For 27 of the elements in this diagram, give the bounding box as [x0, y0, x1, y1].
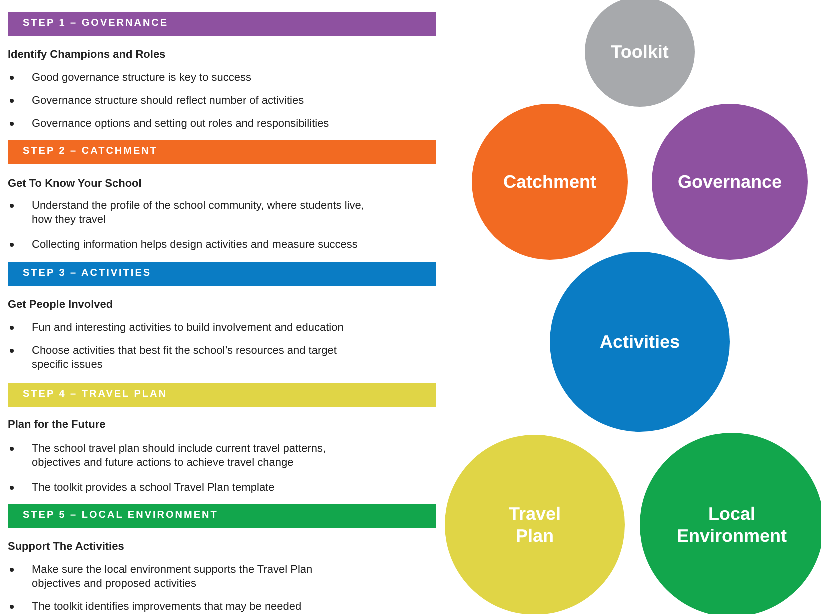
bullet-text: Governance options and setting out roles and responsibilities [32, 117, 330, 131]
step-banner: STEP 3 – ACTIVITIES [8, 262, 436, 286]
bullet-text: The toolkit provides a school Travel Plan template [32, 481, 276, 495]
bullet-text: Collecting information helps design activities and measure success [32, 238, 359, 252]
stage-label: Travel Plan [508, 503, 562, 547]
section-heading: Get People Involved [8, 298, 114, 312]
bullet-text: Choose activities that best fit the school’s resources and target specific issues [32, 344, 338, 372]
bullet-text: Good governance structure is key to success [32, 71, 252, 85]
bullet-text: Fun and interesting activities to build involvement and education [32, 321, 345, 335]
stage-label: Toolkit [610, 41, 670, 63]
step-banner: STEP 1 – GOVERNANCE [8, 12, 436, 36]
section-heading: Get To Know Your School [8, 177, 142, 191]
stage-label: Local Environment [676, 503, 788, 547]
section-heading: Plan for the Future [8, 418, 106, 432]
bullet-text: Governance structure should reflect number of activities [32, 94, 306, 108]
bullet-text: The school travel plan should include current travel patterns, objectives and future actions to achieve travel change [32, 442, 328, 470]
step-banner: STEP 4 – TRAVEL PLAN [8, 383, 436, 407]
stage-label: Governance [676, 171, 784, 193]
stage-label: Activities [598, 331, 682, 353]
bullet-text: Make sure the local environment supports the Travel Plan objectives and proposed activities [32, 563, 314, 591]
step-banner: STEP 2 – CATCHMENT [8, 140, 436, 164]
bullet-text: Understand the profile of the school community, where students live, how they travel [32, 199, 366, 227]
bullet-text: The toolkit identifies improvements that may be needed [32, 600, 303, 614]
step-banner: STEP 5 – LOCAL ENVIRONMENT [8, 504, 436, 528]
stage-label: Catchment [502, 171, 598, 193]
section-heading: Support The Activities [8, 540, 124, 554]
section-heading: Identify Champions and Roles [8, 48, 166, 62]
